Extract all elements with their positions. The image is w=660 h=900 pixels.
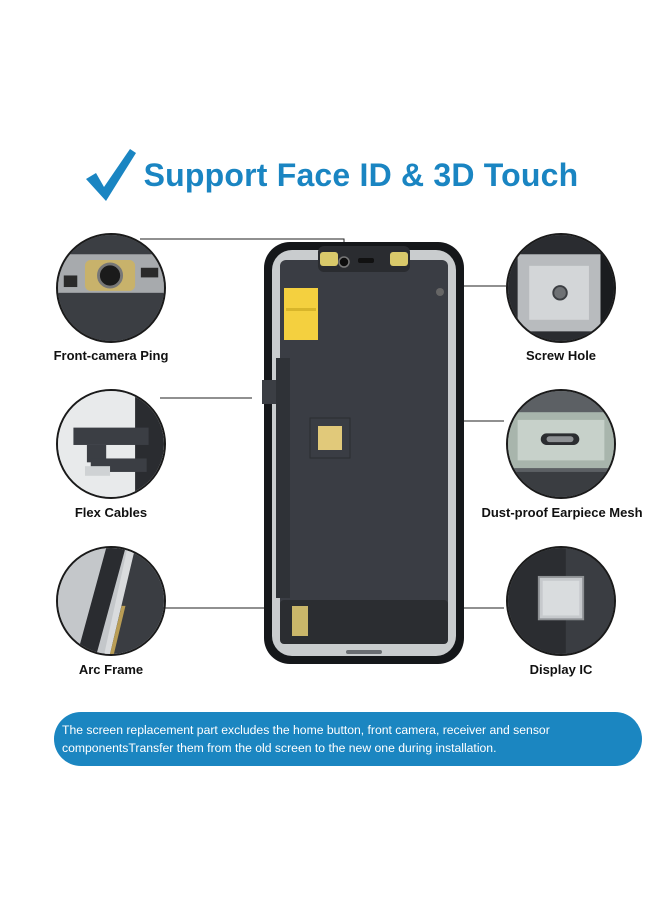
arc-frame-caption: Arc Frame [78,662,144,677]
checkmark-icon [85,149,136,201]
display-ic-thumbnail [506,546,616,656]
screw-hole-caption: Screw Hole [525,348,597,363]
installation-notice-banner: The screen replacement part excludes the… [54,712,642,766]
earpiece-mesh-thumbnail [506,389,616,499]
front-camera-caption: Front-camera Ping [53,348,169,363]
display-ic-caption: Display IC [529,662,593,677]
phone-screen-assembly [262,240,466,666]
page-title: Support Face ID & 3D Touch [143,156,579,193]
notice-line-2: componentsTransfer them from the old scr… [62,741,497,755]
flex-cables-thumbnail [56,389,166,499]
arc-frame-thumbnail [56,546,166,656]
flex-cables-caption: Flex Cables [74,505,148,520]
screw-hole-thumbnail [506,233,616,343]
title-row: Support Face ID & 3D Touch [0,140,660,210]
front-camera-thumbnail [56,233,166,343]
notice-line-1: The screen replacement part excludes the… [62,723,550,737]
earpiece-mesh-caption: Dust-proof Earpiece Mesh [481,505,643,520]
